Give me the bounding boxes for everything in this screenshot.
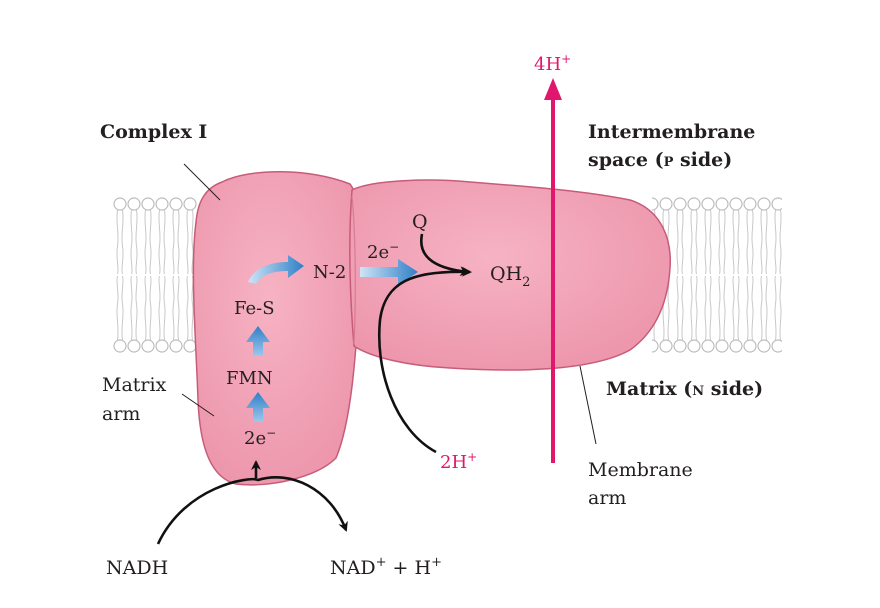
electron-flow [246,255,418,422]
membrane-right [652,196,782,354]
intermembrane-label-1: Intermembrane [588,121,755,143]
electron-arrow-right [360,259,418,285]
fes-label: Fe-S [234,298,275,319]
membrane-arm-label-2: arm [588,487,626,509]
complex-i-protein [192,171,671,486]
fmn-label: FMN [226,368,273,389]
matrix-arm-leader [181,393,215,417]
protons-in-label: 2H+ [440,450,477,473]
nad-plus-label: NAD+ + H+ [330,555,442,579]
n2-label: N-2 [313,262,346,283]
membrane-arm-leader [579,365,597,445]
matrix-arm-label-2: arm [102,403,140,425]
electrons-label-matrix: 2e− [244,426,276,449]
matrix-arm-label-1: Matrix [102,374,167,396]
electron-arrow-up-1 [246,392,270,422]
electron-arrow-up-2 [246,326,270,356]
complex-i-leader [183,163,221,201]
complex-i-title: Complex I [100,121,207,143]
intermembrane-label-2: space (p side) [588,149,732,171]
electron-arrow-curve [248,255,304,284]
q-label: Q [412,211,428,233]
nadh-oxidation-arrow [156,476,348,545]
membrane-arm-label-1: Membrane [588,459,693,481]
membrane-arm-shape [349,179,671,371]
nadh-label: NADH [106,557,168,579]
matrix-side-label: Matrix (n side) [606,378,763,400]
membrane-left [113,196,197,354]
proton-pump-arrow [544,78,562,463]
electrons-label-membrane: 2e− [367,240,399,263]
qh2-label: QH2 [490,263,530,290]
matrix-arm-shape [192,171,363,486]
proton-uptake-arrow [377,266,472,454]
protons-out-label: 4H+ [534,52,571,75]
